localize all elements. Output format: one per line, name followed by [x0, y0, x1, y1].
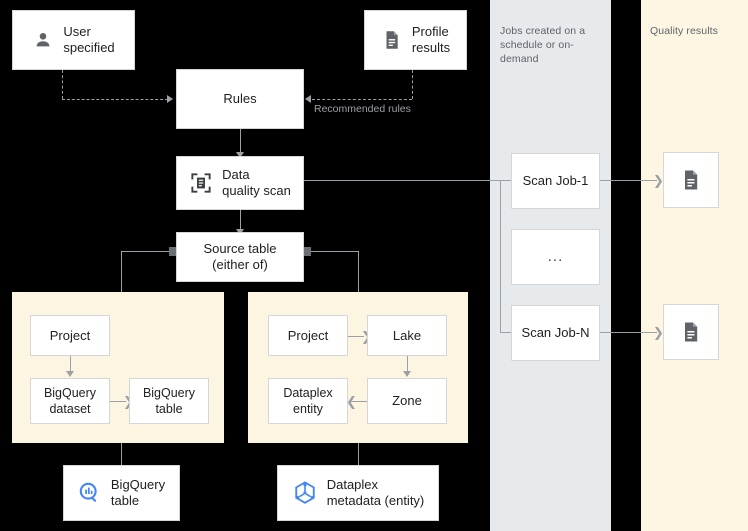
connector-scan-to-jobs-h — [304, 180, 501, 181]
zone-label: Zone — [392, 393, 422, 408]
connector-panel-to-dataplex-product — [358, 443, 359, 465]
quality-result-n-node[interactable] — [663, 304, 719, 360]
connector-job1-to-result1 — [600, 180, 657, 181]
connector-user-to-rules-v — [62, 70, 63, 99]
connector-panel-to-bigquery-product — [121, 443, 122, 465]
arrowhead-dataset-to-table: ❯ — [123, 395, 134, 408]
connector-zone-to-entity — [351, 401, 367, 402]
lake-label: Lake — [392, 327, 422, 343]
connector-left-panel-h — [121, 251, 169, 252]
zone-node[interactable]: Zone — [367, 378, 447, 424]
project-right-label: Project — [287, 327, 329, 343]
connector-project-to-dataset — [70, 356, 71, 373]
arrowhead-user-to-rules — [167, 94, 173, 103]
connector-to-scanjob1 — [500, 180, 511, 181]
arrowhead-lake-to-zone — [402, 371, 411, 377]
lake-node[interactable]: Lake — [367, 315, 447, 356]
connector-right-panel-v — [358, 251, 359, 292]
scan-job-1-label: Scan Job-1 — [522, 173, 589, 188]
rules-label: Rules — [223, 91, 257, 106]
document-icon — [679, 168, 703, 192]
quality-result-1-node[interactable] — [663, 152, 719, 208]
bigquery-icon — [78, 481, 102, 505]
results-column-panel — [641, 0, 748, 531]
source-table-node[interactable]: Source table(either of) — [176, 232, 304, 282]
connector-jobn-to-resultn — [600, 332, 657, 333]
project-left-label: Project — [49, 327, 91, 343]
results-column-label: Quality results — [650, 25, 719, 37]
project-left-node[interactable]: Project — [30, 315, 110, 356]
scan-job-ellipsis-label: ... — [547, 248, 564, 265]
scan-job-n-label: Scan Job-N — [521, 325, 590, 340]
connector-user-to-rules-h — [62, 99, 168, 100]
arrowhead-job1-to-result1: ❯ — [653, 173, 664, 188]
source-table-label: Source table(either of) — [203, 241, 277, 272]
arrowhead-profile-to-rules — [305, 94, 311, 103]
connector-right-panel-h — [311, 251, 358, 252]
arrowhead-zone-to-entity: ❮ — [346, 394, 357, 409]
connector-scan-to-jobs-v — [500, 180, 501, 333]
project-right-node[interactable]: Project — [268, 315, 348, 356]
connector-to-scanjobn — [500, 332, 511, 333]
arrowhead-rules-to-scan — [235, 152, 244, 158]
connector-rules-to-scan — [240, 129, 241, 154]
arrowhead-project-to-dataset — [65, 371, 74, 377]
rules-node[interactable]: Rules — [176, 69, 304, 129]
scan-job-n-node[interactable]: Scan Job-N — [511, 305, 600, 361]
recommended-rules-annotation: Recommended rules — [314, 103, 411, 115]
connector-project-to-lake — [348, 336, 364, 337]
person-icon — [32, 29, 54, 51]
document-icon — [381, 29, 403, 51]
connector-right-endpoint — [304, 247, 311, 256]
arrowhead-jobn-to-resultn: ❯ — [653, 325, 664, 340]
scan-icon — [189, 171, 213, 195]
connector-dataset-to-table — [110, 401, 126, 402]
scan-job-ellipsis-node[interactable]: ... — [511, 229, 600, 285]
connector-left-endpoint — [169, 247, 176, 256]
connector-lake-to-zone — [407, 356, 408, 373]
connector-profile-to-rules-v — [412, 70, 413, 99]
connector-profile-to-rules-h — [312, 99, 412, 100]
document-icon — [679, 320, 703, 344]
jobs-column-label: Jobs created on a schedule or on-demand — [500, 25, 586, 65]
scan-job-1-node[interactable]: Scan Job-1 — [511, 153, 600, 209]
arrowhead-project-to-lake: ❯ — [361, 330, 372, 343]
dataplex-icon — [292, 480, 318, 506]
connector-left-panel-v — [121, 251, 122, 292]
connector-scan-to-source — [240, 210, 241, 231]
